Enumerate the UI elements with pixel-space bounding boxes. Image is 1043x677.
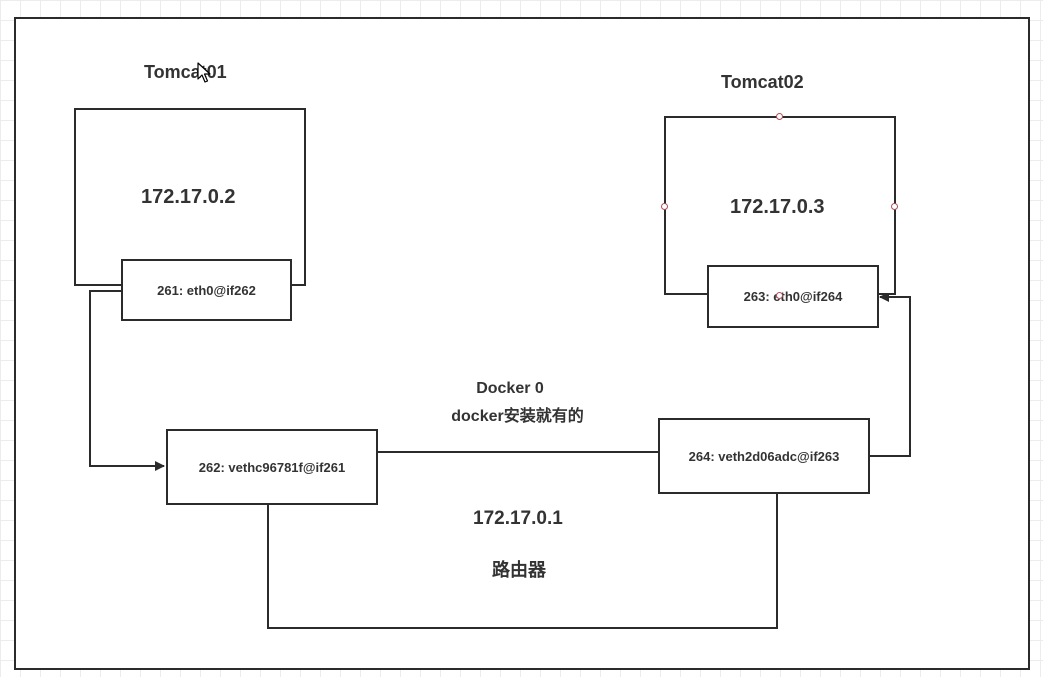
tomcat02-ip: 172.17.0.3 [730, 196, 825, 218]
veth-left-port[interactable]: 262: vethc96781f@if261 [166, 429, 378, 505]
tomcat02-title: Tomcat02 [721, 72, 804, 92]
bridge-name: Docker 0 [476, 380, 544, 397]
link-veth-right-to-eth0[interactable] [869, 292, 911, 457]
router-label: 路由器 [492, 560, 546, 580]
tomcat01-ip: 172.17.0.2 [141, 186, 236, 208]
veth-right-port[interactable]: 264: veth2d06adc@if263 [658, 418, 870, 494]
bridge-ip: 172.17.0.1 [473, 508, 563, 529]
tomcat01-title: Tomcat01 [144, 62, 227, 82]
mouse-pointer-icon [197, 62, 211, 83]
bridge-note: docker安装就有的 [451, 408, 584, 425]
selection-handle-bottom[interactable] [776, 292, 783, 299]
tomcat01-container[interactable] [74, 108, 306, 286]
link-eth0-to-veth-left[interactable] [89, 290, 165, 471]
selection-handle-top[interactable] [776, 113, 783, 120]
tomcat01-eth0-port[interactable]: 261: eth0@if262 [121, 259, 292, 321]
router-outline[interactable] [267, 493, 778, 629]
tomcat02-eth0-port[interactable]: 263: eth0@if264 [707, 265, 879, 328]
selection-handle-left[interactable] [661, 203, 668, 210]
selection-handle-right[interactable] [891, 203, 898, 210]
